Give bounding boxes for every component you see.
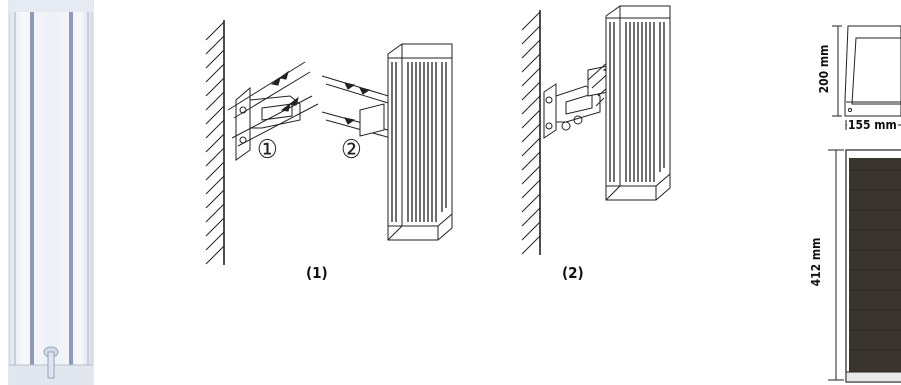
- dimension-height-front: 412 mm: [809, 232, 823, 292]
- step-marker-1: ①: [257, 135, 278, 165]
- step-marker-2: ②: [341, 135, 362, 165]
- caption-step-1: (1): [306, 264, 328, 282]
- dimension-width-top: 155 mm: [847, 118, 898, 132]
- dimension-height-top: 200 mm: [817, 44, 831, 94]
- caption-step-2: (2): [562, 264, 584, 282]
